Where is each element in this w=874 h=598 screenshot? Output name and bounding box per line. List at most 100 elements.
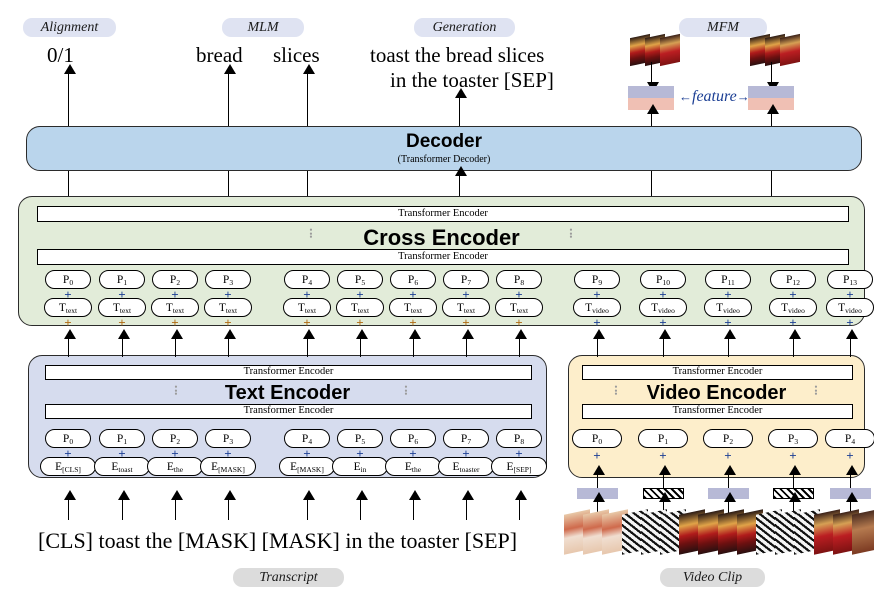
arrow-decoder-to-generation	[454, 88, 467, 126]
text-plus-1: +	[118, 446, 126, 461]
arrow-clip-to-video-token-0	[592, 492, 605, 518]
cross-text-plus-bottom-4: +	[303, 315, 311, 330]
arrow-video-token-to-encoder-3	[788, 465, 801, 493]
cross-video-plus-top-1: +	[659, 287, 667, 302]
cross-video-plus-top-0: +	[593, 287, 601, 302]
cross-text-plus-top-7: +	[462, 287, 470, 302]
arrow-transcript-to-text-encoder-3	[223, 490, 236, 520]
arrow-text-encoder-to-cross-6	[408, 329, 421, 357]
task-pill-alignment: Alignment	[23, 18, 116, 37]
arrow-video-token-to-encoder-0	[592, 465, 605, 493]
arrow-clip-to-video-token-4	[845, 492, 858, 518]
task-pill-mfm: MFM	[679, 18, 767, 37]
text-encoder-title: Text Encoder	[224, 382, 351, 404]
cross-text-plus-top-1: +	[118, 287, 126, 302]
cross-encoder-layer-top: Transformer Encoder	[37, 206, 849, 222]
video-clip-frame-15	[852, 509, 874, 555]
text-plus-7: +	[462, 446, 470, 461]
cross-text-plus-bottom-2: +	[171, 315, 179, 330]
cross-text-plus-bottom-0: +	[64, 315, 72, 330]
arrow-text-encoder-to-cross-0	[63, 329, 76, 357]
cross-video-plus-bottom-0: +	[593, 315, 601, 330]
arrow-video-encoder-to-cross-2	[723, 329, 736, 357]
decoder-module: Decoder (Transformer Decoder)	[26, 126, 862, 171]
cross-text-plus-bottom-5: +	[356, 315, 364, 330]
arrow-clip-to-video-token-1	[658, 492, 671, 518]
arrow-text-encoder-to-cross-5	[355, 329, 368, 357]
arrow-decoder-to-alignment	[63, 64, 76, 126]
cross-encoder-ellipsis-right: •••	[569, 225, 573, 242]
mfm-arrow-left-down	[646, 62, 659, 92]
arrow-text-encoder-to-cross-7	[461, 329, 474, 357]
mfm-arrow-right-down	[766, 62, 779, 92]
cross-text-plus-bottom-7: +	[462, 315, 470, 330]
mfm-feature-label: ←feature→	[679, 88, 750, 105]
arrow-decoder-to-mfm-left	[646, 104, 659, 126]
text-plus-5: +	[356, 446, 364, 461]
cross-text-plus-bottom-8: +	[515, 315, 523, 330]
cross-text-plus-top-2: +	[171, 287, 179, 302]
cross-video-plus-top-2: +	[724, 287, 732, 302]
cross-encoder-layer-bottom: Transformer Encoder	[37, 249, 849, 265]
video-plus-1: +	[659, 448, 667, 463]
video-encoder-layer-top: Transformer Encoder	[582, 365, 853, 380]
arrow-clip-to-video-token-2	[723, 492, 736, 518]
transcript-text: [CLS] toast the [MASK] [MASK] in the toa…	[38, 528, 518, 553]
cross-encoder-title: Cross Encoder	[363, 225, 520, 250]
cross-text-plus-bottom-1: +	[118, 315, 126, 330]
arrow-transcript-to-text-encoder-2	[170, 490, 183, 520]
task-pill-generation: Generation	[414, 18, 515, 37]
line-cross-to-decoder-4	[651, 171, 652, 196]
mfm-feature-bar-right	[748, 86, 794, 110]
arrow-video-token-to-encoder-4	[845, 465, 858, 493]
cross-video-plus-bottom-2: +	[724, 315, 732, 330]
arrow-text-encoder-to-cross-3	[223, 329, 236, 357]
video-encoder-ellipsis-left: •••	[614, 382, 618, 399]
generation-output-line2: in the toaster [SEP]	[390, 68, 554, 92]
text-encoder-layer-bottom: Transformer Encoder	[45, 404, 532, 419]
text-plus-6: +	[409, 446, 417, 461]
cross-text-plus-top-8: +	[515, 287, 523, 302]
mlm-output-slices: slices	[273, 43, 320, 67]
text-plus-3: +	[224, 446, 232, 461]
line-cross-to-decoder-1	[68, 171, 69, 196]
mlm-output-bread: bread	[196, 43, 243, 67]
video-plus-2: +	[724, 448, 732, 463]
line-cross-to-decoder-5	[771, 171, 772, 196]
cross-text-plus-bottom-3: +	[224, 315, 232, 330]
task-pill-mlm: MLM	[222, 18, 304, 37]
text-embedding-capsule-0: E[CLS]	[40, 457, 96, 476]
arrow-video-token-to-encoder-1	[658, 465, 671, 493]
arrow-transcript-to-text-encoder-4	[302, 490, 315, 520]
text-embedding-capsule-8: E[SEP]	[491, 457, 547, 476]
cross-text-plus-bottom-6: +	[409, 315, 417, 330]
video-encoder-ellipsis-right: •••	[814, 382, 818, 399]
arrow-video-encoder-to-cross-0	[592, 329, 605, 357]
